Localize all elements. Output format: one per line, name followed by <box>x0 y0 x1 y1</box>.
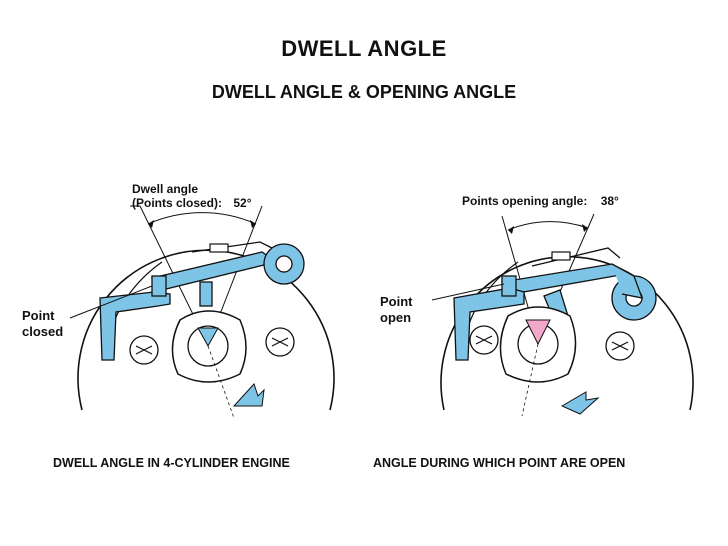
point-open-line2: open <box>380 310 412 325</box>
dwell-wedge <box>197 327 219 348</box>
rubbing-block <box>199 281 213 307</box>
point-open-leader <box>431 283 505 301</box>
opening-angle-figure: Points opening angle: 38° Point open <box>372 170 722 420</box>
point-closed-line1: Point <box>22 308 55 323</box>
arrow-head-right <box>582 224 588 232</box>
points-open-drawing <box>431 213 694 417</box>
center-line <box>207 345 235 419</box>
breaker-spring <box>191 241 273 253</box>
pivot-hole <box>275 255 293 273</box>
opening-angle-arc <box>507 221 589 231</box>
opening-angle-text: Points opening angle: <box>462 194 588 208</box>
fixed-contact <box>501 275 517 297</box>
point-closed-label: Point closed <box>22 308 63 340</box>
fixed-contact <box>151 275 167 297</box>
dwell-angle-label-line2: (Points closed): <box>132 196 223 210</box>
rotation-arrow <box>232 383 265 407</box>
arrow-head-left <box>508 226 514 234</box>
points-closed-drawing <box>69 205 335 419</box>
opening-angle-value: 38° <box>600 194 619 208</box>
point-closed-leader <box>69 285 153 319</box>
right-screw-slot <box>611 341 629 351</box>
left-screw-slot <box>475 335 493 345</box>
right-caption: ANGLE DURING WHICH POINT ARE OPEN <box>373 456 626 470</box>
arrow-head-right <box>250 220 256 228</box>
arrow-head-left <box>148 220 154 228</box>
breaker-arm <box>500 263 628 295</box>
opening-wedge <box>525 319 551 346</box>
point-open-line1: Point <box>380 294 413 309</box>
breaker-arm <box>150 251 278 291</box>
point-closed-line2: closed <box>22 324 64 339</box>
dwell-angle-arc <box>147 212 257 225</box>
point-open-label: Point open <box>380 294 413 326</box>
diagram-subtitle: DWELL ANGLE & OPENING ANGLE <box>211 82 517 102</box>
left-screw-slot <box>135 345 153 355</box>
center-line <box>521 343 539 417</box>
spring-clip <box>209 243 229 253</box>
right-screw-slot <box>271 337 289 347</box>
left-caption: DWELL ANGLE IN 4-CYLINDER ENGINE <box>53 456 290 470</box>
opening-angle-label: Points opening angle: 38° <box>462 194 619 208</box>
rotation-arrow <box>560 391 600 415</box>
spring-clip <box>551 251 571 261</box>
dwell-angle-value: 52° <box>233 196 252 210</box>
pivot-link <box>611 263 644 299</box>
dwell-angle-figure: Dwell angle (Points closed): 52° Point c… <box>12 170 352 420</box>
diagram-title: DWELL ANGLE <box>281 36 447 61</box>
dwell-angle-label-line1: Dwell angle <box>132 182 199 196</box>
dwell-angle-label: Dwell angle (Points closed): 52° <box>132 182 252 210</box>
